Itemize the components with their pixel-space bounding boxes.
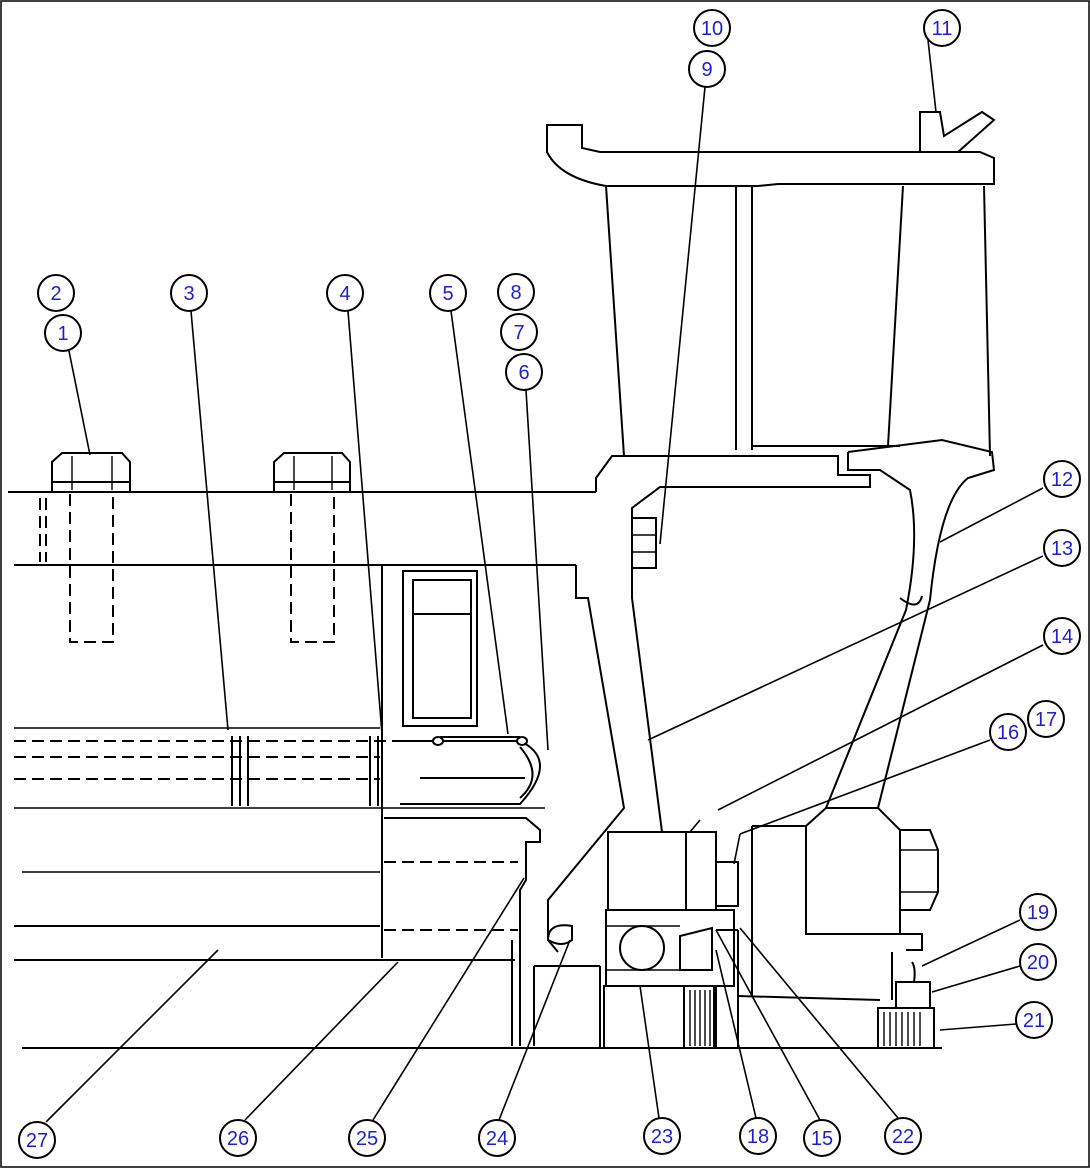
callout-label: 24 [486, 1128, 508, 1150]
callout-7: 7 [500, 313, 538, 351]
callout-circle [219, 1119, 257, 1157]
callout-14: 14 [1043, 617, 1081, 655]
callout-label: 3 [183, 283, 194, 305]
callout-8: 8 [497, 273, 535, 311]
callout-label: 25 [356, 1128, 378, 1150]
callout-circle [478, 1119, 516, 1157]
callout-9: 9 [688, 50, 726, 88]
callout-label: 21 [1023, 1010, 1045, 1032]
callout-label: 27 [26, 1130, 48, 1152]
callout-circle [884, 1117, 922, 1155]
callout-label: 26 [227, 1128, 249, 1150]
callout-circle [170, 274, 208, 312]
callout-label: 18 [747, 1126, 769, 1148]
callout-26: 26 [219, 1119, 257, 1157]
callout-circle [1015, 1001, 1053, 1039]
callout-circle [923, 9, 961, 47]
callout-label: 14 [1051, 626, 1073, 648]
callout-label: 4 [339, 283, 350, 305]
callout-label: 7 [513, 322, 524, 344]
callout-circle [44, 314, 82, 352]
callout-5: 5 [429, 274, 467, 312]
callout-circle [1043, 617, 1081, 655]
callout-label: 12 [1051, 469, 1073, 491]
callout-circle [1019, 943, 1057, 981]
nut-9 [631, 517, 657, 569]
callout-label: 11 [932, 18, 953, 40]
callout-label: 9 [701, 59, 712, 81]
callout-label: 1 [57, 323, 68, 345]
callout-11: 11 [923, 9, 961, 47]
callout-circle [1027, 700, 1065, 738]
callout-label: 16 [997, 722, 1019, 744]
callout-circle [688, 50, 726, 88]
callout-circle [643, 1117, 681, 1155]
callout-10: 10 [693, 9, 731, 47]
callout-circle [348, 1119, 386, 1157]
part-linework [8, 110, 996, 1049]
callout-19: 19 [1019, 893, 1057, 931]
callout-label: 2 [50, 283, 61, 305]
callout-label: 8 [510, 282, 521, 304]
callout-15: 15 [803, 1119, 841, 1157]
bolt-head-left [51, 452, 131, 493]
callout-27: 27 [18, 1121, 56, 1159]
nut-right [899, 829, 939, 911]
callout-circle [1043, 460, 1081, 498]
callout-circle [429, 274, 467, 312]
callout-21: 21 [1015, 1001, 1053, 1039]
callout-6: 6 [505, 353, 543, 391]
bearing-housing [607, 831, 717, 911]
callout-label: 5 [442, 283, 453, 305]
callout-label: 15 [811, 1128, 833, 1150]
bolt-16 [715, 861, 739, 907]
callout-2: 2 [37, 274, 75, 312]
callout-23: 23 [643, 1117, 681, 1155]
callout-circle [497, 273, 535, 311]
callout-label: 17 [1035, 709, 1057, 731]
callout-circle [803, 1119, 841, 1157]
callout-circle [693, 9, 731, 47]
callout-label: 23 [651, 1126, 673, 1148]
callout-circle [739, 1117, 777, 1155]
callout-13: 13 [1043, 529, 1081, 567]
bolt-head-right [273, 452, 351, 493]
callout-4: 4 [326, 274, 364, 312]
callout-3: 3 [170, 274, 208, 312]
callout-label: 6 [518, 362, 529, 384]
leader-lines [45, 39, 1044, 1123]
callout-20: 20 [1019, 943, 1057, 981]
callout-1: 1 [44, 314, 82, 352]
callout-circle [500, 313, 538, 351]
callout-circle [326, 274, 364, 312]
callout-label: 13 [1051, 538, 1073, 560]
callout-12: 12 [1043, 460, 1081, 498]
callout-circle [505, 353, 543, 391]
callout-label: 20 [1027, 952, 1049, 974]
callout-circle [18, 1121, 56, 1159]
callout-18: 18 [739, 1117, 777, 1155]
callout-circle [37, 274, 75, 312]
callout-circle [1019, 893, 1057, 931]
callout-24: 24 [478, 1119, 516, 1157]
callout-circle [1043, 529, 1081, 567]
callout-22: 22 [884, 1117, 922, 1155]
callout-circle [989, 713, 1027, 751]
callout-16: 16 [989, 713, 1027, 751]
callout-label: 10 [701, 18, 723, 40]
callout-25: 25 [348, 1119, 386, 1157]
callout-17: 17 [1027, 700, 1065, 738]
callout-label: 22 [892, 1126, 914, 1148]
callout-label: 19 [1027, 902, 1049, 924]
